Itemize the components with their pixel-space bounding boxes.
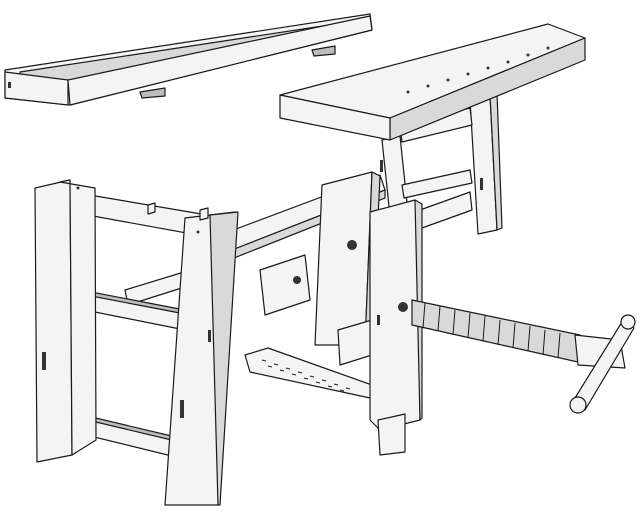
vise-chop [369,199,423,456]
vise-screw [411,299,636,414]
tool-tray [4,13,373,106]
bench-top-assembly [279,23,586,235]
dog-holes [406,46,550,94]
left-end-frame [34,179,239,506]
